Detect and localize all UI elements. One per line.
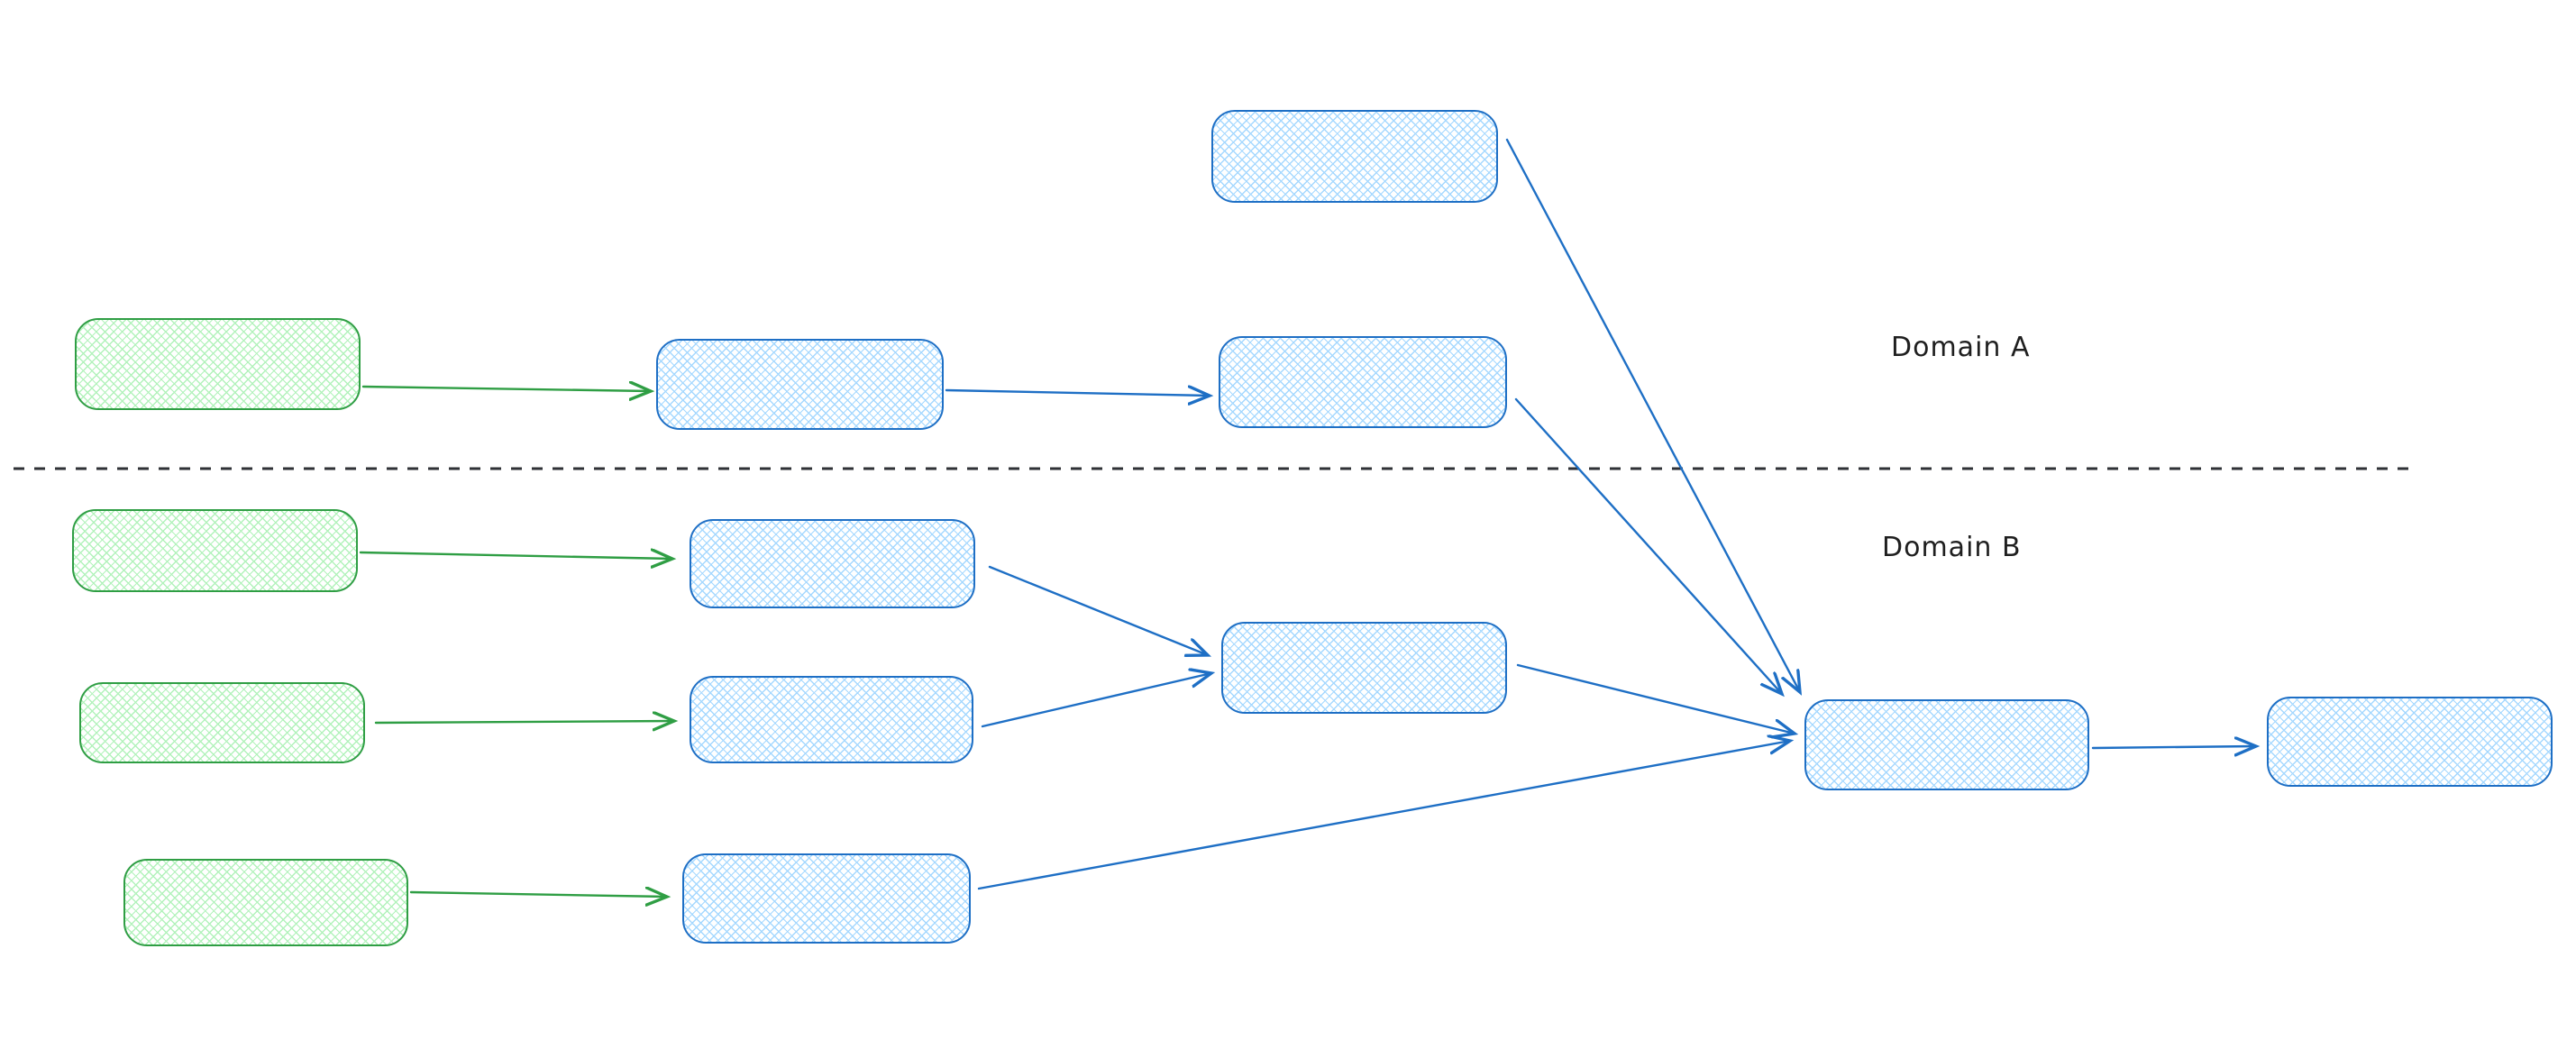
- node-domain-a-stage-2[interactable]: [1219, 336, 1507, 428]
- domain-a-label[interactable]: Domain A: [1891, 332, 2031, 363]
- node-domain-b-merge[interactable]: [1221, 622, 1507, 714]
- edge-aggregator-to-output[interactable]: [2091, 746, 2256, 748]
- node-aggregator[interactable]: [1804, 699, 2089, 790]
- node-domain-b-stage-1[interactable]: [690, 519, 975, 608]
- node-domain-b-source-3[interactable]: [123, 859, 408, 946]
- edge-b-source-3-to-b-stage-3[interactable]: [409, 892, 667, 897]
- node-domain-b-source-1[interactable]: [72, 509, 358, 592]
- node-domain-b-source-2[interactable]: [79, 682, 365, 763]
- node-domain-a-source[interactable]: [75, 318, 361, 410]
- node-domain-b-stage-2[interactable]: [690, 676, 973, 763]
- edge-a-source-to-a-stage-1[interactable]: [361, 387, 651, 391]
- edge-a-top-to-aggregator[interactable]: [1505, 138, 1800, 692]
- edge-b-source-2-to-b-stage-2[interactable]: [374, 721, 674, 723]
- edge-a-stage-1-to-a-stage-2[interactable]: [945, 390, 1210, 396]
- edge-b-stage-1-to-b-merge[interactable]: [988, 565, 1208, 655]
- node-domain-a-stage-1[interactable]: [656, 339, 944, 430]
- edge-b-stage-3-to-aggregator[interactable]: [977, 741, 1790, 890]
- edge-b-stage-2-to-b-merge[interactable]: [981, 673, 1211, 728]
- edges-group: [359, 138, 2256, 897]
- node-domain-a-top[interactable]: [1211, 110, 1498, 203]
- edge-b-merge-to-aggregator[interactable]: [1516, 663, 1795, 734]
- node-output[interactable]: [2267, 697, 2553, 787]
- domain-b-label[interactable]: Domain B: [1882, 532, 2022, 563]
- edge-b-source-1-to-b-stage-1[interactable]: [359, 552, 672, 559]
- node-domain-b-stage-3[interactable]: [682, 853, 971, 944]
- edge-a-stage-2-to-aggregator[interactable]: [1514, 397, 1782, 694]
